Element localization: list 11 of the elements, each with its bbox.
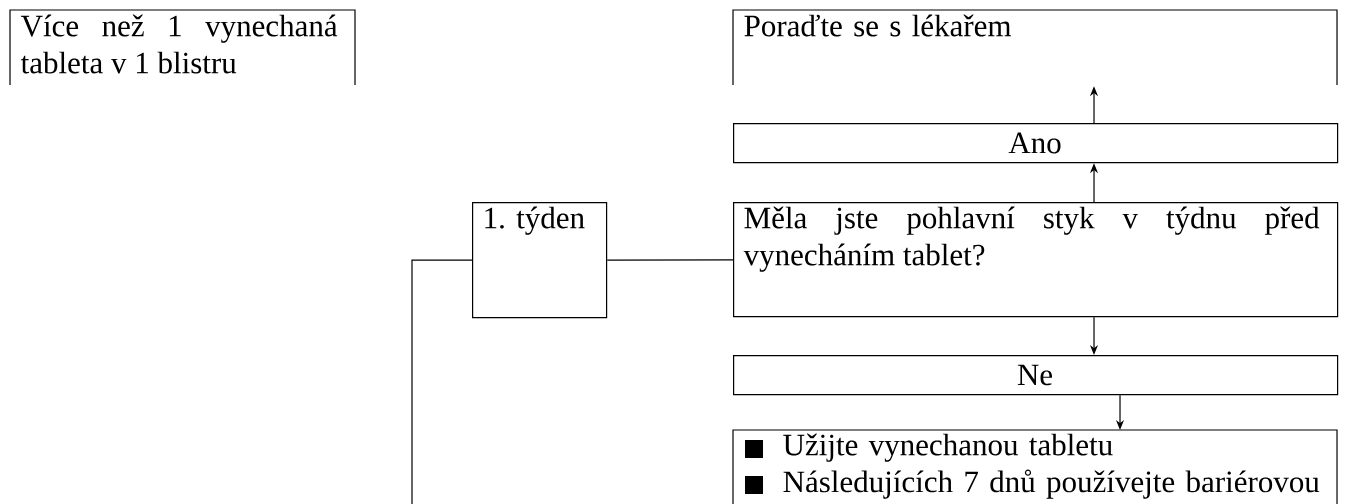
process-box: Užijte vynechanou tabletu Následujících 7 dnů používejte bariérovou xyxy=(732,429,1338,504)
node-label: Následujících 7 dnů používejte bariérovou xyxy=(783,469,1320,499)
process-box: Ano xyxy=(733,123,1339,164)
connector-line xyxy=(411,259,473,504)
process-box: Poraďte se s lékařem xyxy=(732,9,1338,86)
connector-line xyxy=(606,259,734,261)
process-box: Měla jste pohlavní styk v týdnu před vynecháním tablet? xyxy=(733,202,1339,318)
process-box: Ne xyxy=(733,355,1339,396)
process-box: Více než 1 vynechaná tableta v 1 blistru xyxy=(9,9,356,86)
process-box: 1. týden xyxy=(472,202,608,319)
node-label: Užijte vynechanou tabletu xyxy=(783,433,1113,462)
